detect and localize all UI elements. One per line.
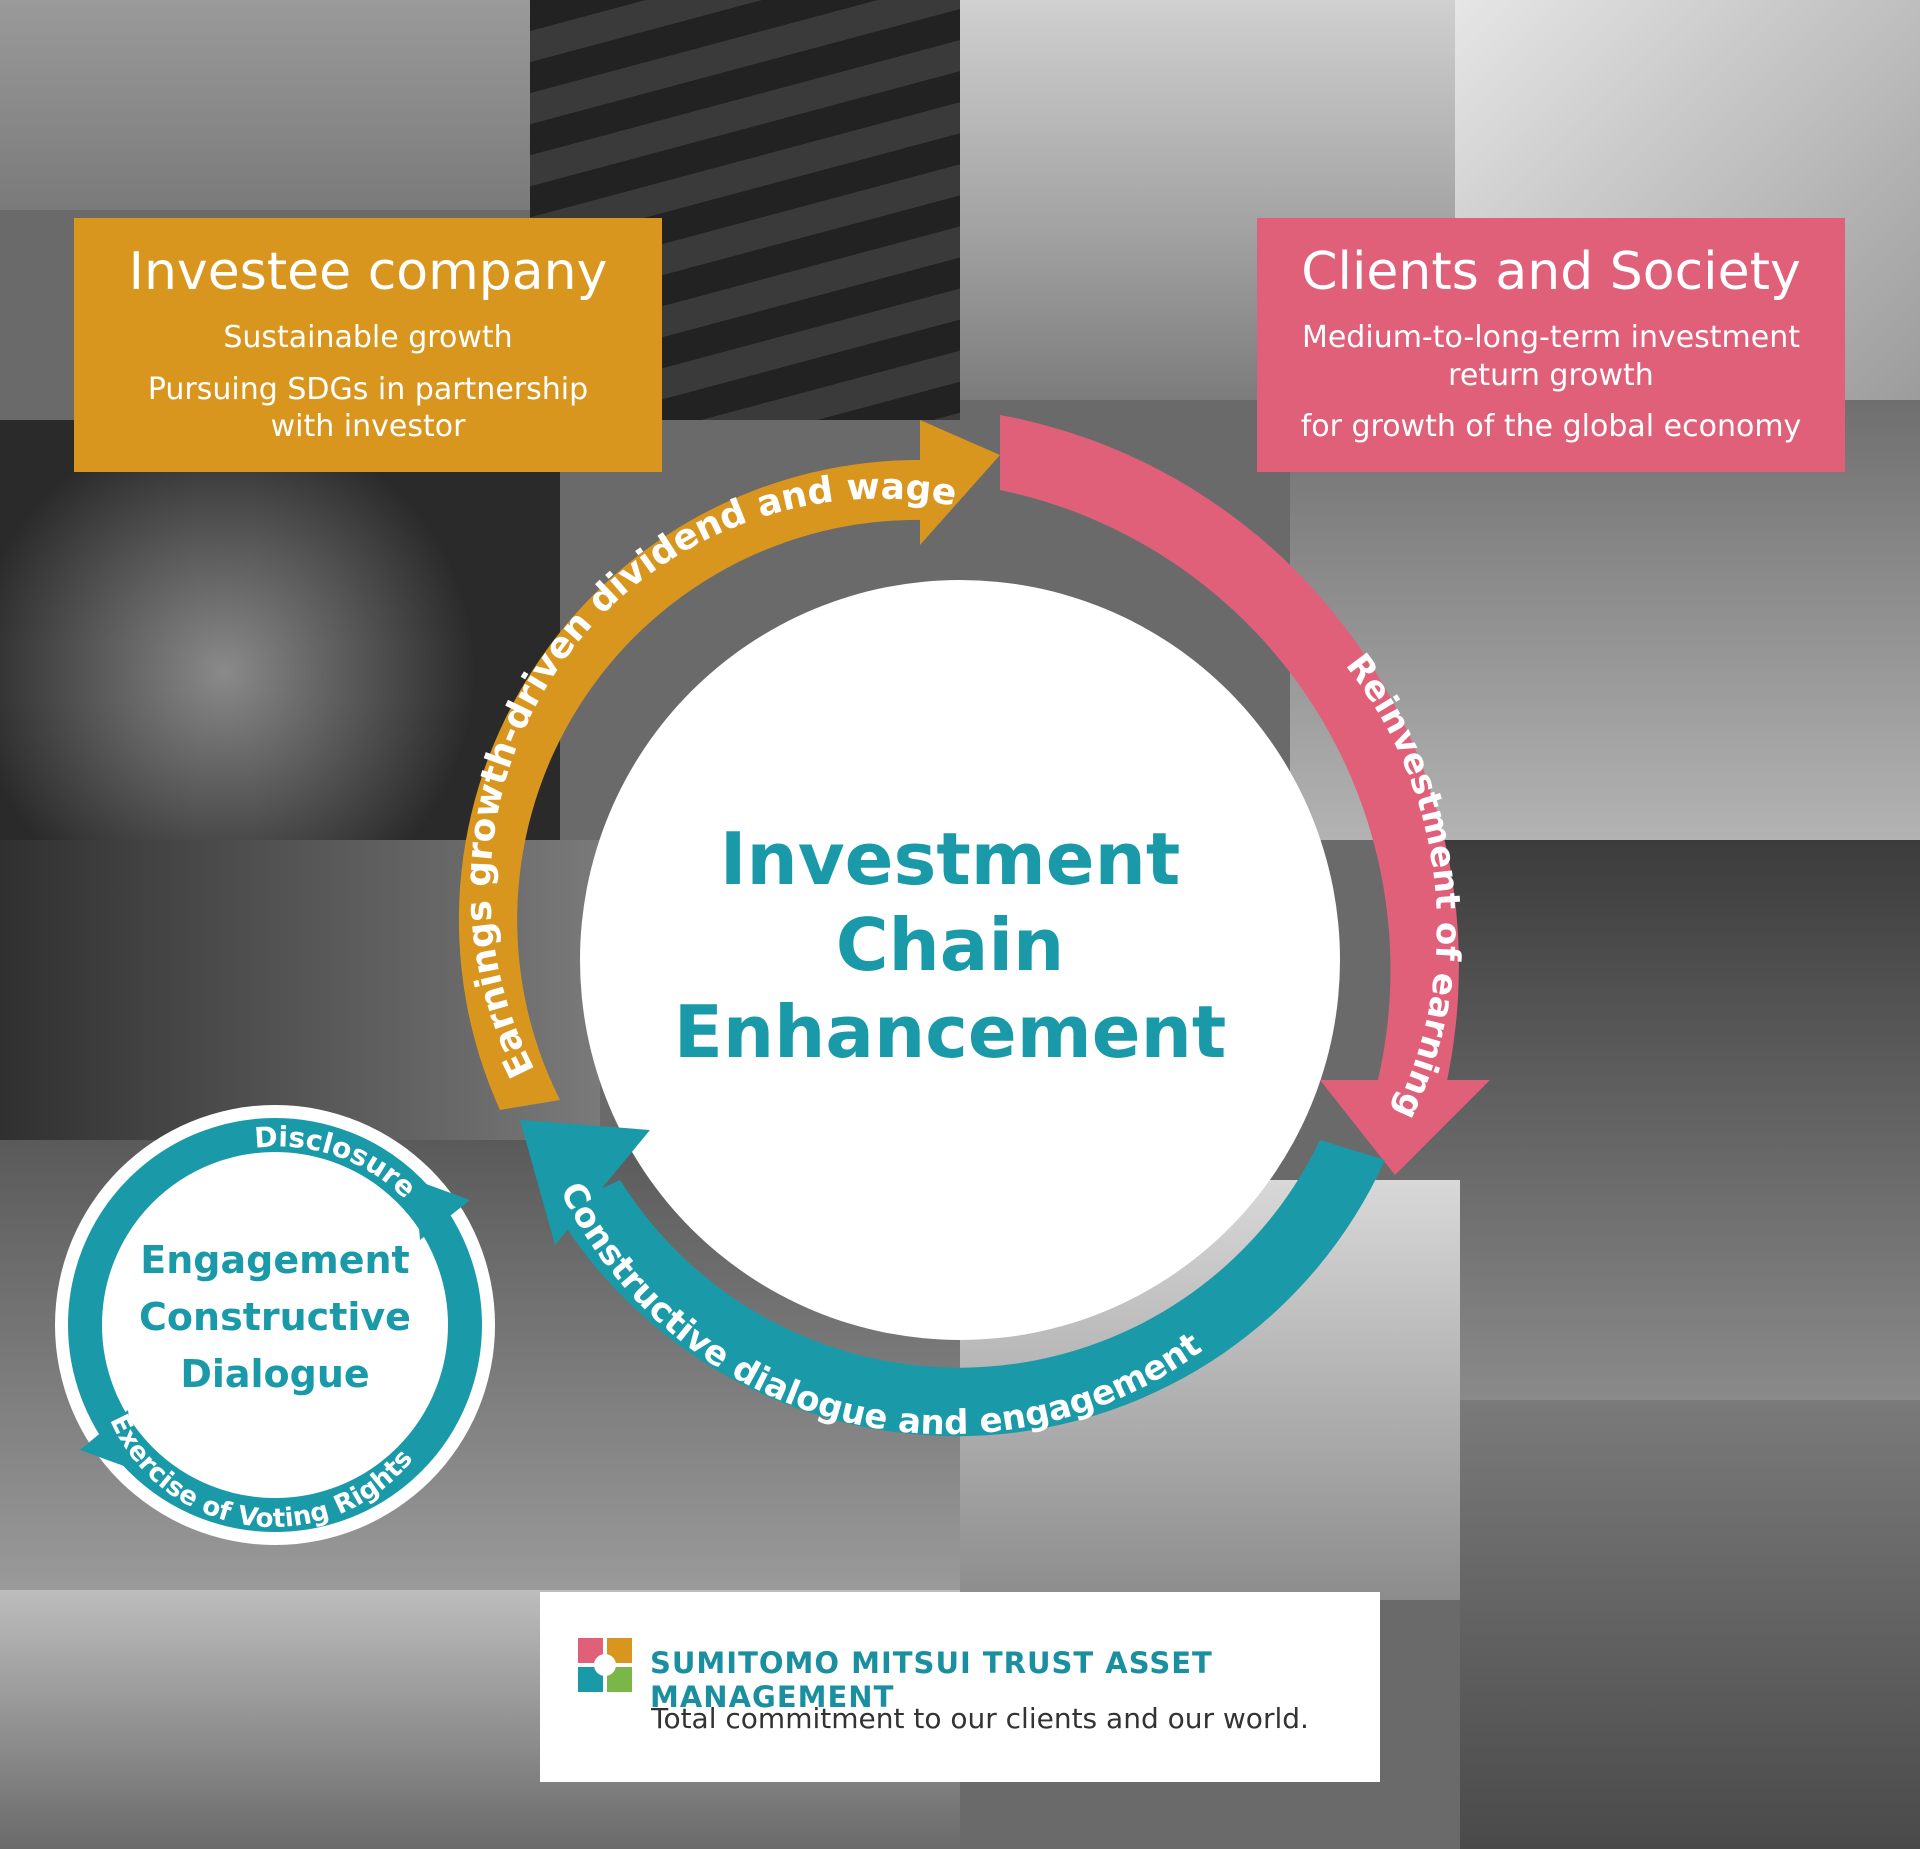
- clients-line-3: for growth of the global economy: [1300, 409, 1802, 445]
- orange-arrow-band: [458, 459, 925, 1111]
- investee-line-1: Sustainable growth: [223, 320, 513, 356]
- investee-title: Investee company: [128, 242, 608, 302]
- company-logo-icon: [578, 1638, 632, 1692]
- photo-office-right: [1460, 1400, 1920, 1849]
- engagement-line-1: Engagement: [140, 1238, 410, 1282]
- center-circle: [580, 580, 1340, 1340]
- engagement-line-3: Dialogue: [180, 1352, 370, 1396]
- photo-farm-tractor: [0, 0, 530, 210]
- company-name: SUMITOMO MITSUI TRUST ASSET MANAGEMENT: [650, 1646, 1213, 1714]
- clients-line-1: Medium-to-long-term investment: [1301, 320, 1801, 356]
- investee-line-3: with investor: [270, 409, 466, 445]
- photo-traffic-street: [1400, 840, 1920, 1400]
- pink-arrow-band: [1000, 415, 1459, 1110]
- company-tagline: Total commitment to our clients and our …: [651, 1702, 1309, 1735]
- logo-box: SUMITOMO MITSUI TRUST ASSET MANAGEMENT T…: [540, 1592, 1380, 1782]
- teal-arrow-band: [555, 1140, 1385, 1437]
- clients-title: Clients and Society: [1301, 242, 1801, 302]
- clients-line-2: return growth: [1448, 357, 1654, 393]
- engagement-line-2: Constructive: [139, 1295, 411, 1339]
- pink-arrow-head: [1320, 1080, 1490, 1175]
- center-title: Investment Chain Enhancement: [570, 816, 1330, 1075]
- engagement-circle: [55, 1105, 495, 1545]
- engagement-ring: [68, 1118, 482, 1532]
- clients-society-box: Clients and Society Medium-to-long-term …: [1257, 218, 1845, 472]
- center-title-line-2: Chain Enhancement: [673, 903, 1227, 1074]
- orange-arrow-head: [920, 420, 1000, 545]
- teal-arrow-head: [520, 1120, 650, 1245]
- engagement-arrow-head-top: [415, 1180, 470, 1240]
- investee-company-box: Investee company Sustainable growth Purs…: [74, 218, 662, 472]
- center-title-line-1: Investment: [719, 817, 1181, 901]
- engagement-arrow-head-bottom: [80, 1410, 135, 1470]
- investee-line-2: Pursuing SDGs in partnership: [147, 371, 589, 407]
- engagement-text: Engagement Constructive Dialogue: [90, 1232, 460, 1403]
- photo-night-industry: [0, 420, 560, 840]
